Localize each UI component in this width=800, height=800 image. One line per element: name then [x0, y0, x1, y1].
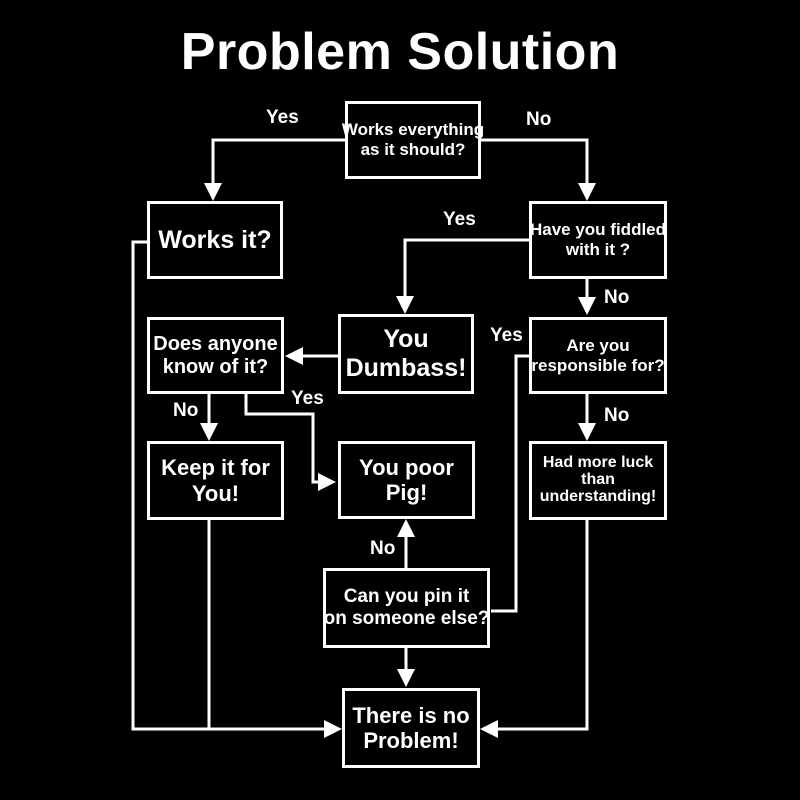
- node-text-line: Pig!: [385, 480, 428, 505]
- node-text-line: as it should?: [360, 140, 466, 159]
- node-no-problem: There is no Problem!: [342, 688, 480, 768]
- connector-top-no: [480, 138, 596, 201]
- edge-label-fiddled-no: No: [604, 287, 630, 308]
- connector-luck-to-noproblem: [480, 520, 589, 738]
- node-fiddled: Have you fiddled with it ?: [529, 201, 667, 279]
- node-text-line: Dumbass!: [345, 354, 467, 382]
- connector-top-yes: [204, 138, 345, 201]
- node-dumbass: You Dumbass!: [338, 314, 474, 394]
- node-text-line: Problem!: [363, 728, 459, 753]
- node-pin-it: Can you pin it on someone else?: [323, 568, 490, 648]
- node-text-line: know of it?: [162, 355, 269, 378]
- node-text-line: Keep it for: [161, 455, 270, 481]
- node-text-line: Are you: [566, 335, 630, 355]
- edge-label-top-no: No: [526, 109, 552, 130]
- node-poor-pig: You poor Pig!: [338, 441, 475, 519]
- edge-label-top-yes: Yes: [266, 107, 299, 128]
- node-text-line: with it ?: [565, 240, 631, 259]
- node-text-line: on someone else?: [323, 608, 490, 629]
- edge-label-anyone-yes: Yes: [291, 388, 324, 409]
- node-works-it: Works it?: [147, 201, 283, 279]
- connector-responsible-yes: [491, 354, 530, 613]
- node-responsible: Are you responsible for?: [529, 317, 667, 394]
- node-text-line: You poor: [359, 454, 454, 480]
- node-works-everything: Works everything as it should?: [341, 101, 485, 179]
- diagram-title: Problem Solution: [180, 23, 620, 81]
- connector-worksit-to-noproblem: [131, 240, 342, 738]
- edge-label-anyone-no: No: [173, 400, 199, 421]
- node-text-line: Have you fiddled: [529, 220, 667, 240]
- node-text-line: than: [581, 471, 615, 489]
- connector-fiddled-yes: [396, 238, 530, 314]
- edge-label-pin-no: No: [370, 538, 396, 559]
- node-text-line: Can you pin it: [343, 586, 470, 608]
- node-text-line: Works it?: [158, 225, 272, 254]
- node-more-luck: Had more luck than understanding!: [529, 441, 667, 520]
- node-text-line: You: [383, 325, 429, 354]
- node-text-line: Works everything: [341, 120, 485, 140]
- node-keep-it: Keep it for You!: [147, 441, 284, 520]
- node-anyone-know: Does anyone know of it?: [147, 317, 284, 394]
- connector-anyone-yes: [244, 394, 336, 491]
- node-text-line: Had more luck: [542, 454, 654, 472]
- node-text-line: There is no: [352, 702, 470, 728]
- node-text-line: understanding!: [539, 487, 657, 505]
- edge-label-responsible-yes: Yes: [490, 325, 523, 346]
- node-text-line: Does anyone: [153, 332, 278, 355]
- edge-label-responsible-no: No: [604, 405, 630, 426]
- node-text-line: responsible for?: [531, 355, 665, 375]
- edge-label-fiddled-yes: Yes: [443, 209, 476, 230]
- node-text-line: You!: [191, 480, 240, 506]
